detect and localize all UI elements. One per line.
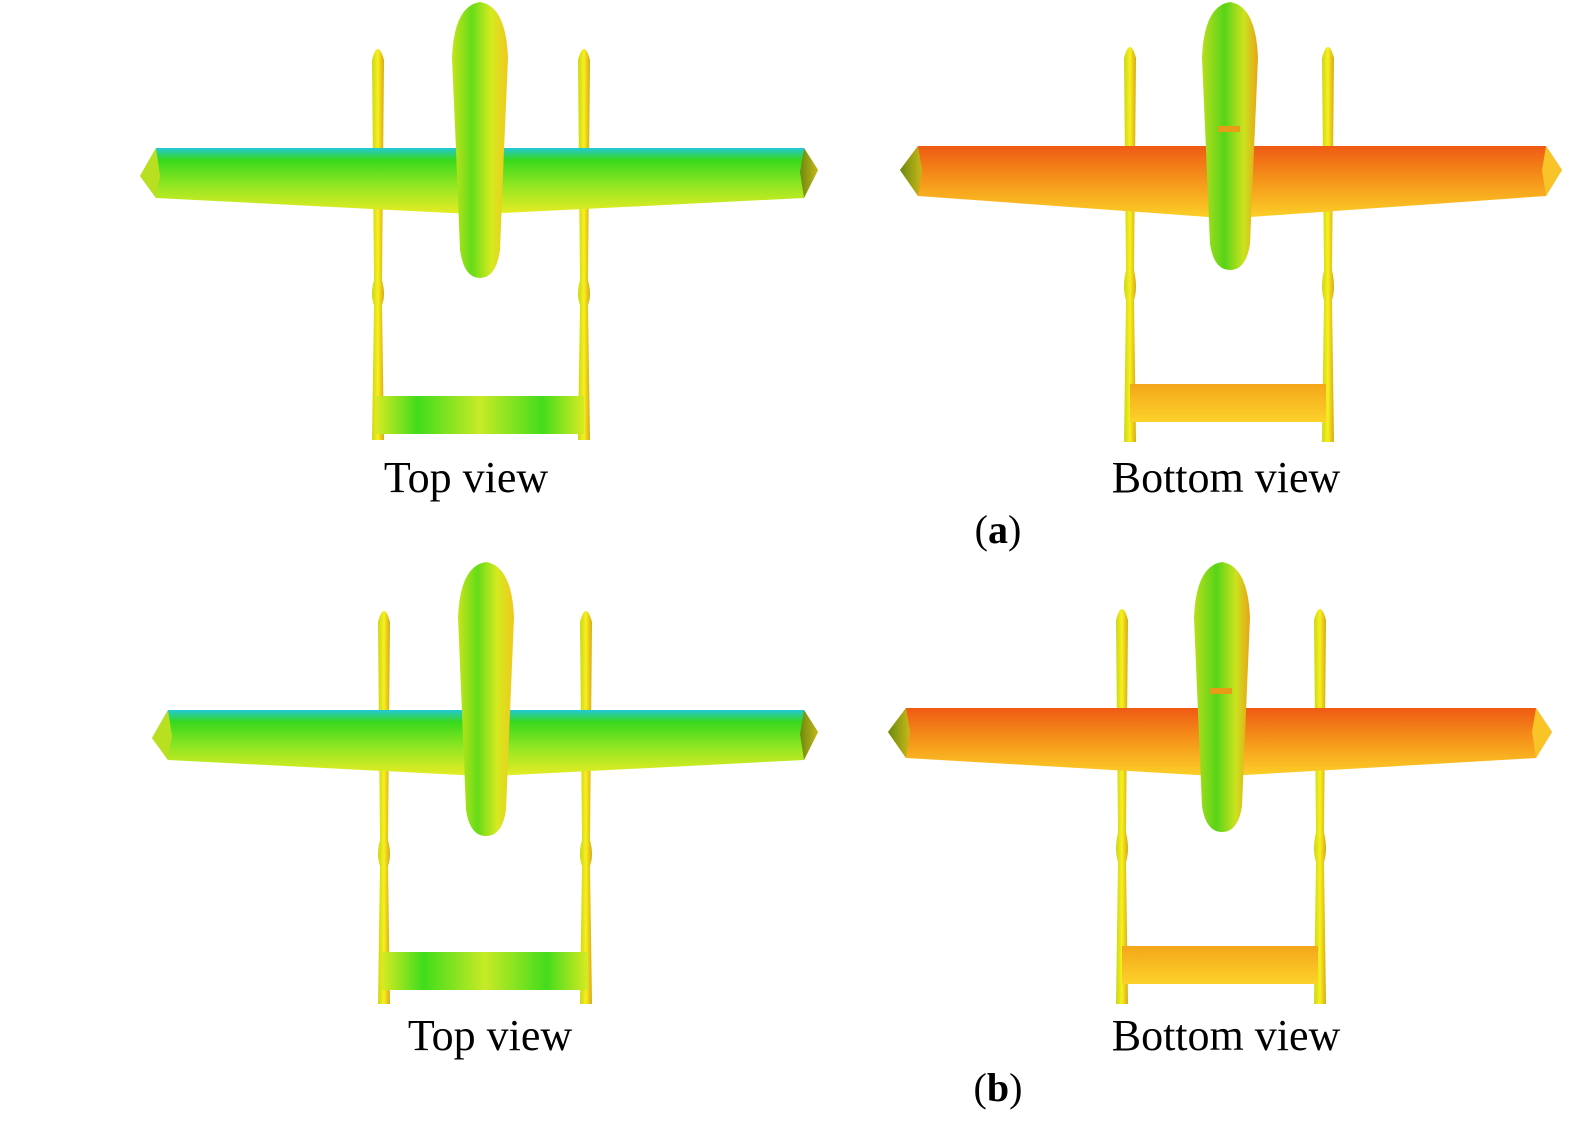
caption-a-bottom: Bottom view [1111, 453, 1341, 502]
horizontal-tail [376, 396, 584, 434]
right-boom [578, 49, 590, 440]
wing-tip-left [900, 146, 922, 196]
right-boom [1322, 47, 1334, 442]
fuselage [458, 562, 514, 836]
wing-tip-right [800, 710, 818, 760]
aircraft-b-bottom [888, 562, 1552, 1004]
panel-label-b: (b) [973, 1065, 1023, 1110]
horizontal-tail [1130, 384, 1326, 422]
fuselage-hatch [1218, 126, 1240, 132]
caption-a-top: Top view [383, 453, 549, 502]
wing-tip-left [140, 148, 160, 198]
wing-tip-right [800, 148, 818, 198]
horizontal-tail [382, 952, 588, 990]
fuselage [1202, 2, 1258, 270]
panel-letter-b: b [986, 1065, 1010, 1110]
panel-letter-a: a [988, 507, 1008, 552]
aircraft-a-bottom [900, 2, 1562, 442]
wing-tip-right [1542, 146, 1562, 196]
horizontal-tail [1122, 946, 1318, 984]
right-boom [580, 611, 592, 1004]
caption-b-bottom: Bottom view [1111, 1011, 1341, 1060]
right-boom [1314, 609, 1326, 1004]
left-boom [1116, 609, 1128, 1004]
fuselage [452, 2, 508, 278]
caption-b-top: Top view [407, 1011, 573, 1060]
wing-tip-right [1532, 708, 1552, 758]
wing-tip-left [888, 708, 910, 758]
fuselage [1194, 562, 1250, 832]
aircraft-b-top [152, 562, 818, 1004]
panel-label-a: (a) [974, 507, 1022, 552]
left-boom [378, 611, 390, 1004]
left-boom [372, 49, 384, 440]
fuselage-hatch [1210, 688, 1232, 694]
aircraft-a-top [140, 2, 818, 440]
left-boom [1124, 47, 1136, 442]
wing-tip-left [152, 710, 172, 760]
